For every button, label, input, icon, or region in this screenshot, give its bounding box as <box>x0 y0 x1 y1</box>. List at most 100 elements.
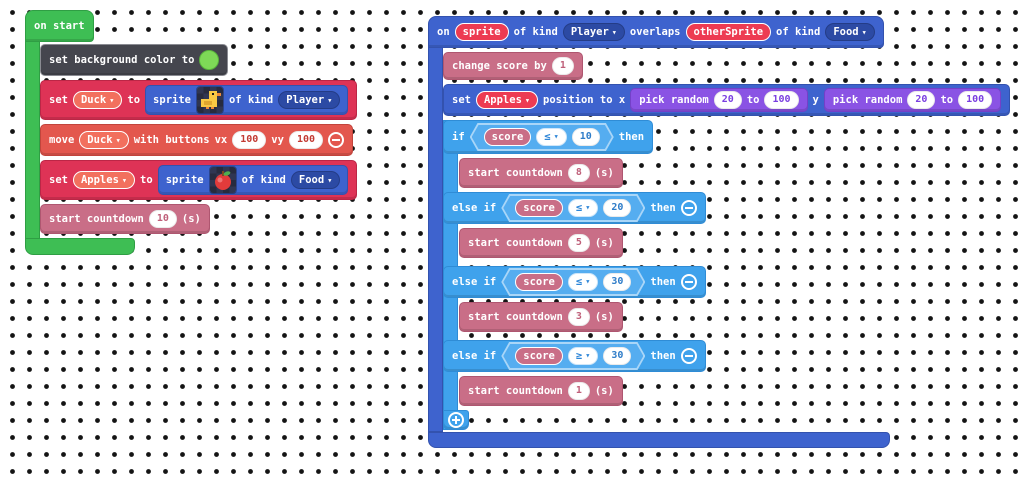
pick-random-y-block[interactable]: pick random 20 to 100 <box>823 88 1002 112</box>
param-value: otherSprite <box>693 25 764 38</box>
sprite-param-pill[interactable]: sprite <box>454 22 509 42</box>
else-if-row[interactable]: else if score ≤ 20 then <box>443 192 706 224</box>
start-countdown-block[interactable]: start countdown 8 (s) <box>459 158 623 188</box>
move-with-buttons-block[interactable]: move Duck with buttons vx 100 vy 100 <box>40 124 354 156</box>
comparison-value[interactable]: 10 <box>572 128 600 146</box>
else-if-label: else if <box>452 201 497 214</box>
comparison-op-dropdown[interactable]: ≥ <box>568 347 598 366</box>
duck-sprite-image[interactable] <box>195 86 224 114</box>
vx-label: vx <box>214 133 228 146</box>
on-start-spine[interactable] <box>25 41 40 239</box>
start-countdown-block[interactable]: start countdown 3 (s) <box>459 302 623 332</box>
score-variable-pill[interactable]: score <box>484 128 532 147</box>
random-min-value[interactable]: 20 <box>907 91 936 109</box>
comparison-value[interactable]: 20 <box>603 199 631 217</box>
set-duck-variable-block[interactable]: set Duck to sprite of kin <box>40 80 358 120</box>
overlap-event-spine[interactable] <box>428 47 443 432</box>
score-variable-pill[interactable]: score <box>515 347 563 366</box>
pick-random-label: pick random <box>832 93 903 106</box>
y-label: y <box>812 93 819 106</box>
delete-branch-minus-icon[interactable] <box>680 348 697 364</box>
with-buttons-label: with buttons <box>133 133 210 146</box>
color-swatch[interactable] <box>199 50 220 70</box>
set-background-color-label: set background color to <box>49 53 195 66</box>
comparison-op-dropdown[interactable]: ≤ <box>568 273 598 292</box>
apple-sprite-image[interactable] <box>208 166 237 194</box>
if-row[interactable]: if score ≤ 10 then <box>443 120 654 154</box>
player-kind-dropdown[interactable]: Player <box>562 22 625 42</box>
start-countdown-label: start countdown <box>468 384 563 397</box>
on-start-foot[interactable] <box>25 238 135 255</box>
to-label: to <box>940 93 954 106</box>
countdown-value[interactable]: 10 <box>148 210 177 228</box>
start-countdown-label: start countdown <box>468 236 563 249</box>
random-max-value[interactable]: 100 <box>764 91 799 109</box>
random-max-value[interactable]: 100 <box>958 91 993 109</box>
sprite-create-block[interactable]: sprite of kind Player <box>145 85 349 115</box>
dropdown-value: Food <box>833 25 859 38</box>
dropdown-value: Duck <box>80 93 107 106</box>
position-to-x-label: position to x <box>543 93 626 106</box>
comparison-op-dropdown[interactable]: ≤ <box>536 128 566 147</box>
condition-hexagon[interactable]: score ≤ 20 <box>501 194 645 223</box>
set-background-color-block[interactable]: set background color to <box>40 44 229 76</box>
comparison-value[interactable]: 30 <box>603 273 631 291</box>
change-score-value[interactable]: 1 <box>551 57 574 75</box>
countdown-value[interactable]: 3 <box>567 308 590 326</box>
condition-hexagon[interactable]: score ≤ 30 <box>501 268 645 297</box>
op-value: ≤ <box>544 130 551 143</box>
condition-hexagon[interactable]: score ≥ 30 <box>501 342 645 371</box>
else-if-row[interactable]: else if score ≤ 30 then <box>443 266 706 298</box>
score-variable-pill[interactable]: score <box>515 273 563 292</box>
collapse-minus-icon[interactable] <box>328 132 345 148</box>
start-countdown-block[interactable]: start countdown 1 (s) <box>459 376 623 406</box>
delete-branch-minus-icon[interactable] <box>680 274 697 290</box>
sprite-label: sprite <box>153 93 191 106</box>
else-if-row[interactable]: else if score ≥ 30 then <box>443 340 706 372</box>
change-score-block[interactable]: change score by 1 <box>443 52 583 80</box>
duck-variable-dropdown[interactable]: Duck <box>79 130 129 150</box>
vy-value[interactable]: 100 <box>288 131 324 149</box>
op-value: ≤ <box>575 275 583 288</box>
then-label: then <box>650 275 676 288</box>
food-kind-dropdown[interactable]: Food <box>290 170 341 190</box>
duck-variable-dropdown[interactable]: Duck <box>72 90 123 110</box>
overlap-event-block[interactable]: on sprite of kind Player overlaps otherS… <box>428 16 884 48</box>
othersprite-param-pill[interactable]: otherSprite <box>685 22 772 42</box>
countdown-value[interactable]: 5 <box>567 234 590 252</box>
vx-value[interactable]: 100 <box>232 131 267 149</box>
food-kind-dropdown[interactable]: Food <box>825 22 875 42</box>
comparison-value[interactable]: 30 <box>603 347 631 365</box>
comparison-op-dropdown[interactable]: ≤ <box>568 199 598 218</box>
overlap-event-foot[interactable] <box>428 432 890 448</box>
on-start-block[interactable]: on start <box>25 10 94 42</box>
then-label: then <box>650 201 676 214</box>
else-if-label: else if <box>452 349 497 362</box>
dropdown-arrow-icon <box>525 95 530 106</box>
vy-label: vy <box>271 133 284 146</box>
player-kind-dropdown[interactable]: Player <box>278 90 341 110</box>
on-start-label: on start <box>34 19 85 32</box>
pick-random-x-block[interactable]: pick random 20 to 100 <box>630 88 808 112</box>
score-variable-pill[interactable]: score <box>515 199 563 218</box>
add-branch-stub[interactable] <box>443 410 469 430</box>
start-countdown-label: start countdown <box>49 212 144 225</box>
apples-variable-dropdown[interactable]: Apples <box>475 90 539 110</box>
add-branch-plus-icon[interactable] <box>448 412 464 428</box>
sprite-create-block[interactable]: sprite of kind Food <box>157 165 349 195</box>
apples-variable-dropdown[interactable]: Apples <box>72 170 136 190</box>
delete-branch-minus-icon[interactable] <box>680 200 697 216</box>
condition-hexagon[interactable]: score ≤ 10 <box>470 123 614 152</box>
dropdown-value: Apples <box>80 173 119 186</box>
of-kind-label: of kind <box>241 173 286 186</box>
random-min-value[interactable]: 20 <box>713 91 742 109</box>
countdown-value[interactable]: 8 <box>567 164 590 182</box>
set-position-block[interactable]: set Apples position to x pick random 20 … <box>443 84 1011 116</box>
dropdown-arrow-icon <box>122 175 127 186</box>
set-apples-variable-block[interactable]: set Apples to sprite of kind Food <box>40 160 358 200</box>
countdown-value[interactable]: 1 <box>567 382 590 400</box>
dropdown-value: Player <box>570 25 609 38</box>
start-countdown-block[interactable]: start countdown 10 (s) <box>40 204 210 234</box>
start-countdown-block[interactable]: start countdown 5 (s) <box>459 228 623 258</box>
